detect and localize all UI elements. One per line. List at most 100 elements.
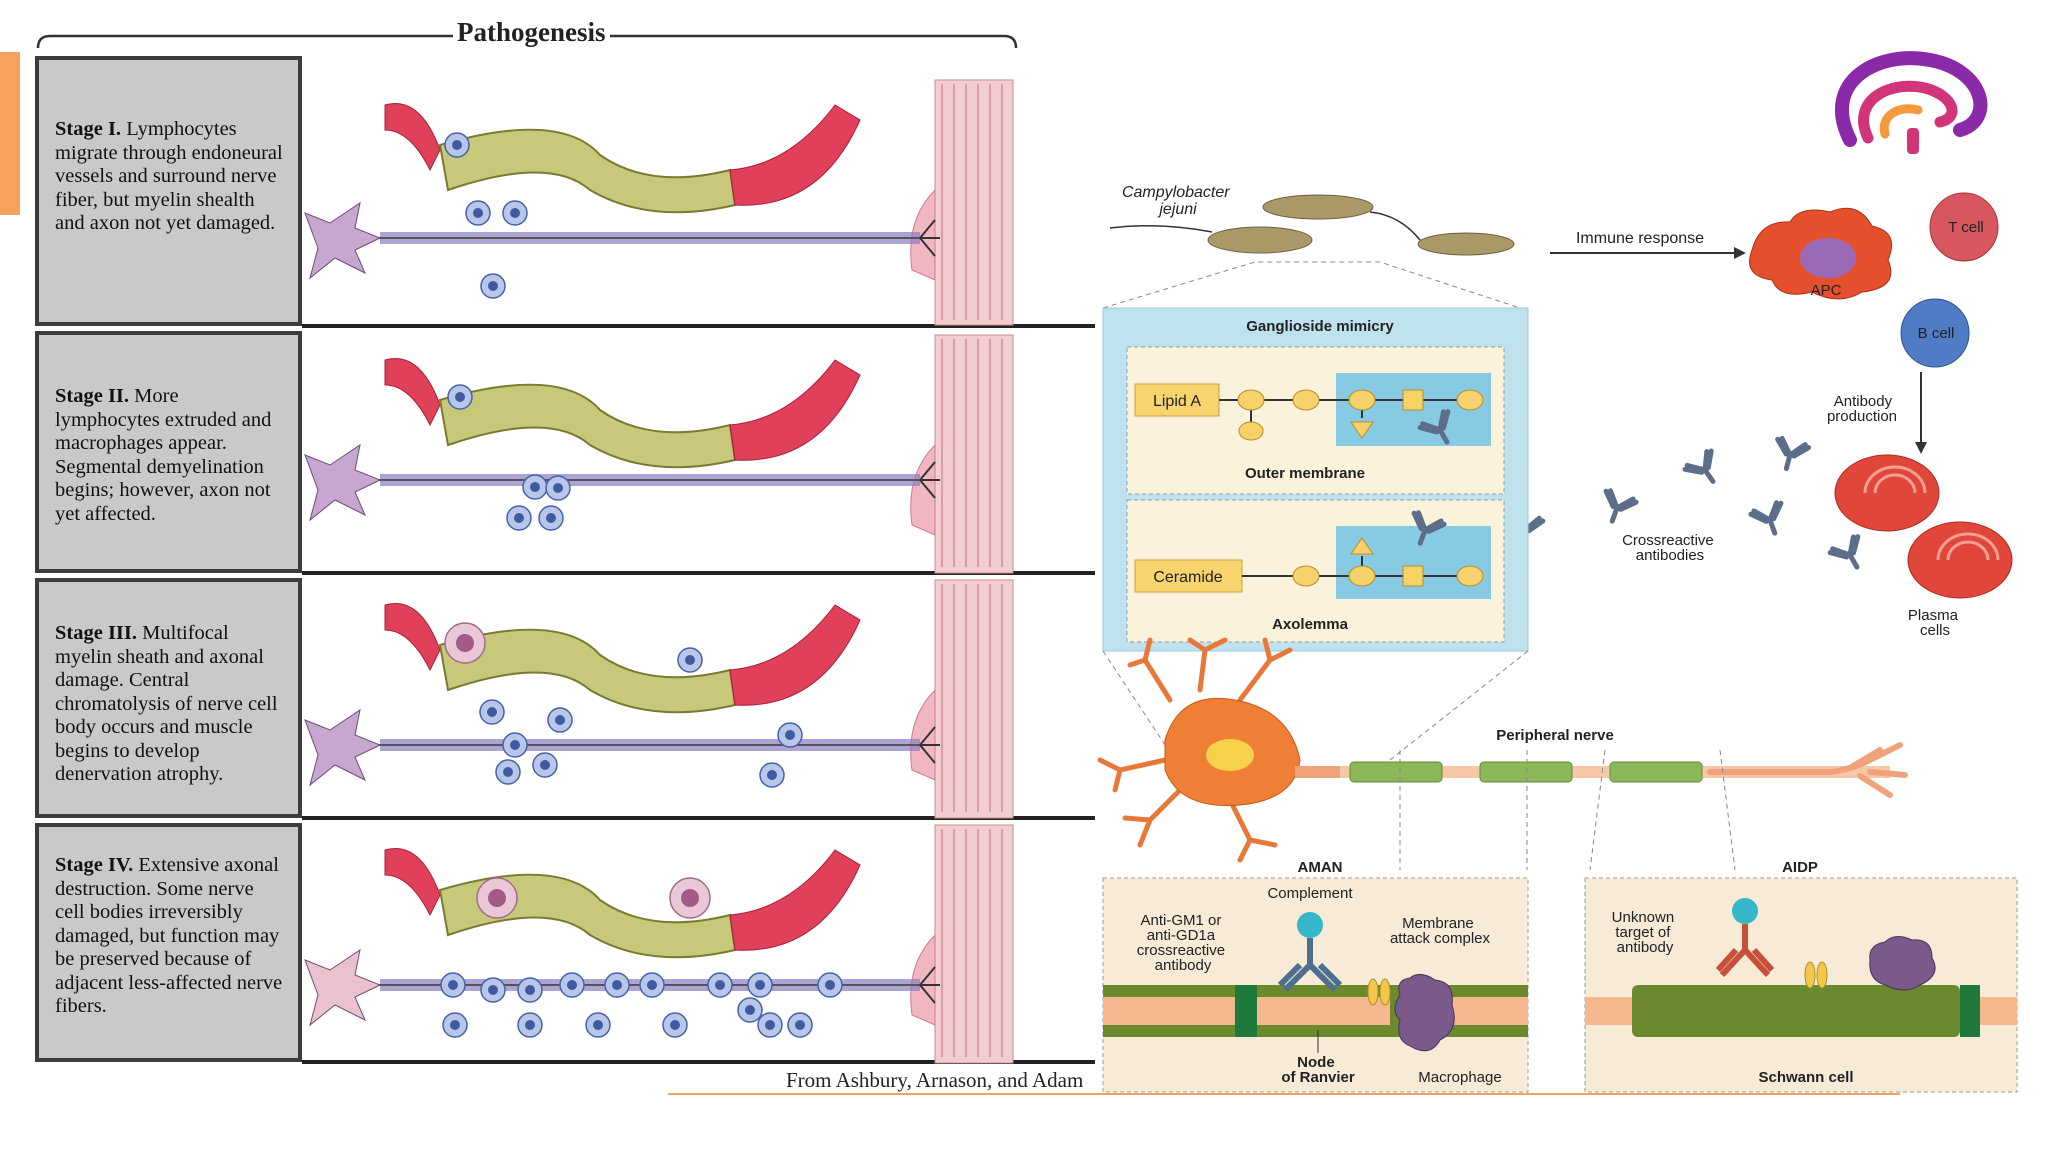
vessel-right [729, 359, 861, 461]
cell-nucleus [503, 767, 513, 777]
t-cell-label: T cell [1948, 219, 1984, 236]
complement-label: Complement [1267, 885, 1353, 902]
apc-label: APC [1811, 282, 1842, 299]
aidp-label: AIDP [1782, 859, 1818, 876]
lipid-a-box [1134, 383, 1220, 417]
stage-3-drawing [304, 579, 1014, 819]
antibody-production-label: Antibody production [1827, 393, 1897, 425]
stage-1-drawing [304, 79, 1014, 326]
antibody [1682, 448, 1716, 484]
vessel-left [384, 603, 441, 672]
bound-antibody [1417, 409, 1451, 445]
vessel-right [729, 604, 861, 706]
aidp-antibody [1715, 898, 1775, 978]
macrophage-aman [1394, 974, 1455, 1052]
cell-nucleus [525, 1020, 535, 1030]
stage-4-heading: Stage IV. [55, 854, 134, 876]
endplate [910, 443, 936, 536]
cell-nucleus [488, 985, 498, 995]
antibody [1827, 534, 1861, 570]
anti-gm1-line-3: crossreactive [1137, 942, 1225, 959]
cell-nucleus [540, 760, 550, 770]
cell-nucleus [452, 140, 462, 150]
bacteria [1109, 194, 1515, 256]
unknown-target-line-2: target of [1615, 924, 1671, 941]
axolemma-sugars [1292, 537, 1484, 587]
cell-nucleus [473, 208, 483, 218]
aman-antibody [1277, 912, 1343, 993]
stage-4-box: Stage IV. Extensive axonal destruction. … [35, 823, 302, 1062]
node-label: Node of Ranvier [1281, 1054, 1355, 1086]
stage-drawings [304, 79, 1014, 1064]
cell-nucleus [785, 730, 795, 740]
neuron [1097, 637, 1340, 863]
bound-antibodies [1411, 409, 1451, 546]
cell-nucleus [745, 1005, 755, 1015]
plasma-cell-2 [1907, 521, 2013, 599]
outer-membrane-sugars [1237, 389, 1484, 441]
vessel-left [384, 358, 441, 427]
axolemma-glycan-zone [1336, 526, 1491, 599]
vessel-right [729, 104, 861, 206]
b-cell-label: B cell [1918, 325, 1955, 342]
aidp-mac [1804, 961, 1828, 989]
stage-1-heading: Stage I. [55, 118, 122, 140]
plasma-cells-line-2: cells [1920, 622, 1950, 639]
node-line-1: Node [1297, 1054, 1335, 1071]
cell-nucleus [553, 483, 563, 493]
stage-4-drawing [304, 824, 1014, 1064]
crossreactive-line-2: antibodies [1636, 547, 1704, 564]
vessel-myelin-segment [438, 383, 737, 469]
cell-nucleus [681, 889, 699, 907]
schwann-label: Schwann cell [1758, 1069, 1853, 1086]
peripheral-nerve-label: Peripheral nerve [1496, 727, 1614, 744]
plasma-cells-line-1: Plasma [1908, 607, 1959, 624]
unknown-target-label: Unknown target of antibody [1612, 909, 1679, 956]
nerve-cell-body [304, 948, 382, 1027]
stage-3-box: Stage III. Multifocal myelin sheath and … [35, 578, 302, 818]
muscle-fibers [934, 579, 1014, 819]
axon-terminals [919, 219, 940, 257]
lipid-a-label: Lipid A [1153, 393, 1201, 410]
cell-nucleus [685, 655, 695, 665]
aman-fiber [1103, 985, 1528, 1037]
unknown-target-line-1: Unknown [1612, 909, 1675, 926]
antibody [1748, 500, 1784, 536]
antibody [1775, 435, 1812, 472]
node-line-2: of Ranvier [1281, 1069, 1355, 1086]
mimicry-callout [1102, 261, 1521, 309]
axon-terminals [919, 966, 940, 1004]
mimicry-title: Ganglioside mimicry [1246, 318, 1394, 335]
cell-nucleus [647, 980, 657, 990]
cell-nucleus [514, 513, 524, 523]
page-title: Pathogenesis [453, 17, 610, 48]
plasma-cell-1 [1834, 454, 1940, 532]
stage-1-text: Lymphocytes migrate through endoneural v… [55, 118, 283, 234]
cell-nucleus [555, 715, 565, 725]
endplate [910, 688, 936, 781]
cell-nucleus [567, 980, 577, 990]
bacterium-line-2: jejuni [1157, 201, 1197, 218]
mac-label: Membrane attack complex [1390, 915, 1491, 947]
cell-nucleus [488, 889, 506, 907]
cell-nucleus [456, 634, 474, 652]
anti-gm1-line-4: antibody [1155, 957, 1212, 974]
stage-3-text: Multifocal myelin sheath and axonal dama… [55, 622, 278, 785]
antibody-production-line-1: Antibody [1834, 393, 1893, 410]
axon-terminals [919, 461, 940, 499]
cell-nucleus [546, 513, 556, 523]
muscle-fibers [934, 334, 1014, 574]
aidp-fiber [1585, 985, 2017, 1037]
muscle-fibers [934, 79, 1014, 326]
stage-2-box: Stage II. More lymphocytes extruded and … [35, 331, 302, 573]
immune-response-label: Immune response [1576, 230, 1704, 247]
bacterium-label: Campylobacter jejuni [1122, 184, 1234, 218]
accent-bar [0, 52, 20, 215]
stage-2-text: More lymphocytes extruded and macrophage… [55, 385, 272, 525]
stage-2-heading: Stage II. [55, 385, 130, 407]
cell-nucleus [765, 1020, 775, 1030]
aman-label: AMAN [1298, 859, 1343, 876]
axon-terminals [919, 726, 940, 764]
vessel-right [729, 849, 861, 951]
